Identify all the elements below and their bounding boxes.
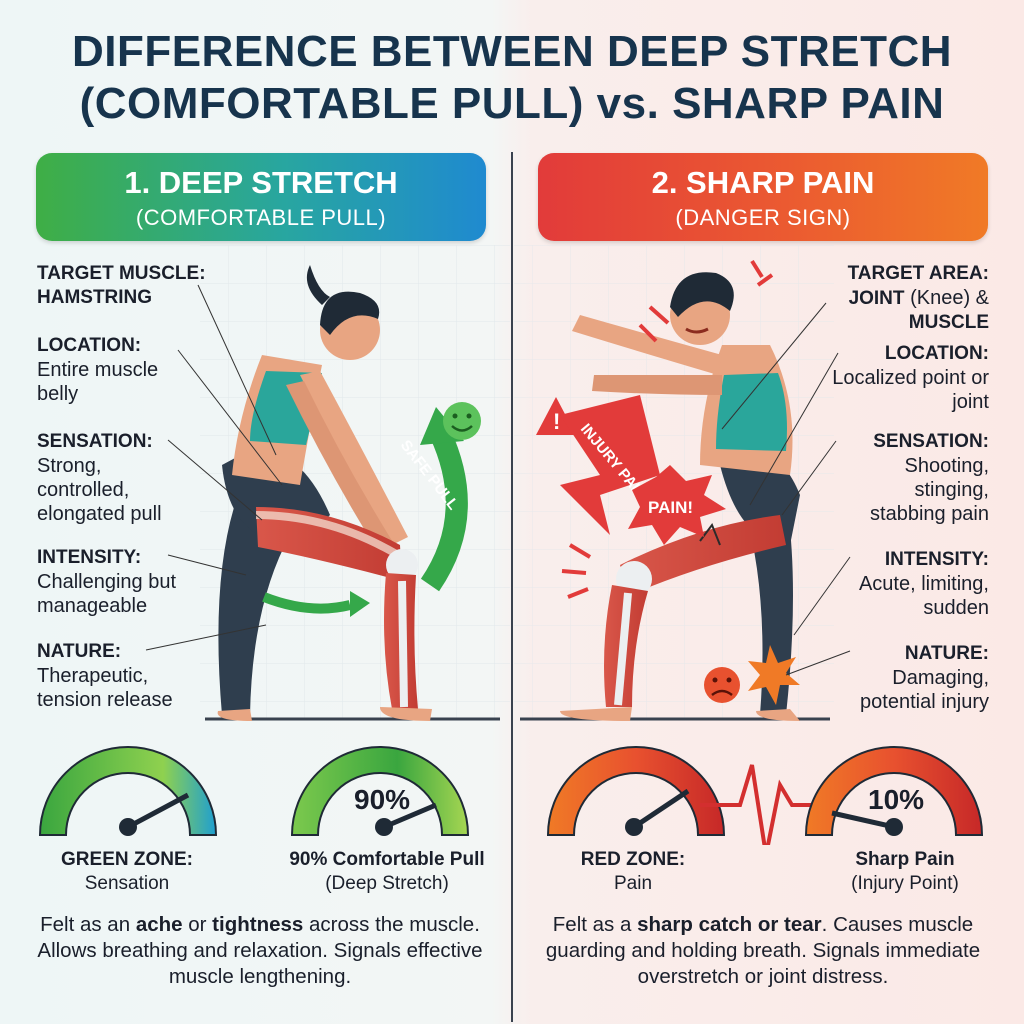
red-zone-gauge xyxy=(546,746,726,836)
right-label-sensation: SENSATION: Shooting, stinging, stabbing … xyxy=(870,431,989,525)
green-zone-gauge xyxy=(38,746,218,836)
right-label-location: LOCATION: Localized point or joint xyxy=(832,343,989,413)
left-label-sensation: SENSATION: Strong, controlled, elongated… xyxy=(37,431,162,525)
stretching-woman-illustration: SAFE PULL xyxy=(145,265,481,721)
right-label-intensity: INTENSITY: Acute, limiting, sudden xyxy=(858,549,989,619)
deep-stretch-title: 1. DEEP STRETCH xyxy=(124,165,398,200)
sharp-pain-gauge xyxy=(804,746,984,836)
deep-stretch-subtitle: (COMFORTABLE PULL) xyxy=(135,205,387,230)
title-line-1: DIFFERENCE BETWEEN DEEP STRETCH xyxy=(71,27,953,76)
heartbeat-line xyxy=(700,764,830,845)
red-zone-caption: RED ZONE: Pain xyxy=(580,849,686,894)
left-label-target: TARGET MUSCLE: HAMSTRING xyxy=(37,263,206,308)
pain-burst-text: PAIN! xyxy=(648,498,693,517)
deep-stretch-header: 1. DEEP STRETCH (COMFORTABLE PULL) xyxy=(36,153,486,241)
sharp-pain-description: Felt as a sharp catch or tear. Causes mu… xyxy=(545,913,981,988)
pain-burst-badge: PAIN! xyxy=(628,465,726,545)
comfortable-pull-gauge xyxy=(290,746,470,836)
pain-man-illustration: ! INJURY PAIN PAIN! xyxy=(536,259,851,721)
knee-pain-spark-icon xyxy=(748,645,800,705)
right-label-nature: NATURE: Damaging, potential injury xyxy=(860,643,989,713)
sharp-pain-percent: 10% xyxy=(868,784,925,815)
left-label-nature: NATURE: Therapeutic, tension release xyxy=(37,641,173,711)
comfortable-pull-percent: 90% xyxy=(354,784,411,815)
sharp-pain-caption: Sharp Pain (Injury Point) xyxy=(851,849,959,894)
gauges xyxy=(38,746,984,845)
green-zone-caption: GREEN ZONE: Sensation xyxy=(61,849,193,894)
left-label-location: LOCATION: Entire muscle belly xyxy=(37,335,159,405)
sad-face-icon xyxy=(704,667,740,703)
center-divider xyxy=(511,152,513,1022)
sharp-pain-title: 2. SHARP PAIN xyxy=(651,165,875,200)
page-title: DIFFERENCE BETWEEN DEEP STRETCH (COMFORT… xyxy=(0,26,1024,130)
title-line-2: (COMFORTABLE PULL) vs. SHARP PAIN xyxy=(79,79,945,128)
deep-stretch-description: Felt as an ache or tightness across the … xyxy=(37,913,483,988)
comfortable-pull-caption: 90% Comfortable Pull (Deep Stretch) xyxy=(289,849,485,894)
smiley-face-icon xyxy=(443,402,481,440)
sharp-pain-header: 2. SHARP PAIN (DANGER SIGN) xyxy=(538,153,988,241)
left-label-intensity: INTENSITY: Challenging but manageable xyxy=(37,547,176,617)
pain-burst-lines xyxy=(561,259,774,599)
illustration-area: SAFE PULL xyxy=(145,245,851,721)
svg-text:!: ! xyxy=(553,409,560,434)
sharp-pain-subtitle: (DANGER SIGN) xyxy=(675,205,851,230)
right-label-target: TARGET AREA: JOINT (Knee) & MUSCLE xyxy=(847,263,989,333)
